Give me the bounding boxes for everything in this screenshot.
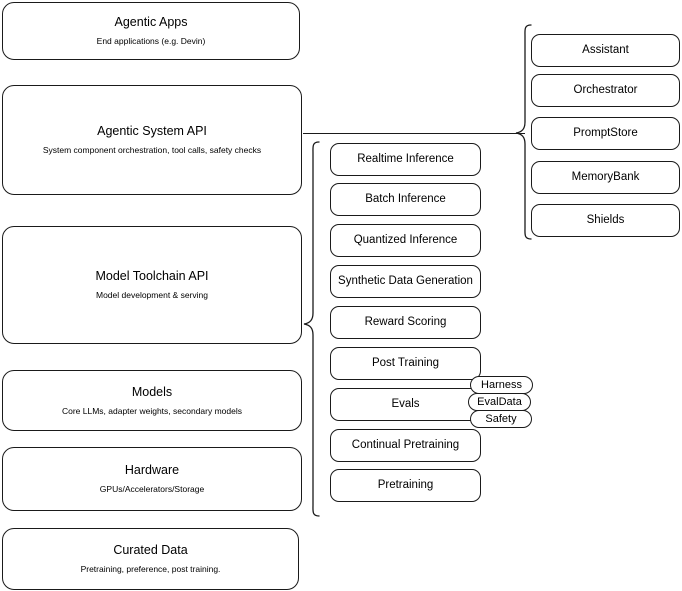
component-label: Shields xyxy=(586,214,625,227)
layer-title: Model Toolchain API xyxy=(95,269,209,284)
layer-title: Models xyxy=(131,384,173,399)
toolchain-component-continual-pretraining[interactable]: Continual Pretraining xyxy=(330,429,481,462)
component-label: Assistant xyxy=(582,44,629,57)
badge-label: EvalData xyxy=(477,395,522,408)
evals-badge-safety[interactable]: Safety xyxy=(470,410,532,428)
component-label: Synthetic Data Generation xyxy=(338,275,473,288)
layer-subtitle: Model development & serving xyxy=(96,290,208,300)
layer-agentic-system-api[interactable]: Agentic System API System component orch… xyxy=(2,85,302,195)
system-component-promptstore[interactable]: PromptStore xyxy=(531,117,680,150)
system-component-shields[interactable]: Shields xyxy=(531,204,680,237)
badge-label: Safety xyxy=(485,412,517,425)
toolchain-component-synthetic-data-generation[interactable]: Synthetic Data Generation xyxy=(330,265,481,298)
layer-title: Agentic System API xyxy=(97,124,207,139)
layer-curated-data[interactable]: Curated Data Pretraining, preference, po… xyxy=(2,528,299,590)
component-label: Realtime Inference xyxy=(357,153,454,166)
toolchain-component-post-training[interactable]: Post Training xyxy=(330,347,481,380)
component-label: Evals xyxy=(391,398,420,411)
component-label: MemoryBank xyxy=(571,171,640,184)
system-component-memorybank[interactable]: MemoryBank xyxy=(531,161,680,194)
toolchain-component-evals[interactable]: Evals xyxy=(330,388,481,421)
layer-subtitle: GPUs/Accelerators/Storage xyxy=(99,484,205,494)
layer-subtitle: Pretraining, preference, post training. xyxy=(80,564,221,574)
component-label: Orchestrator xyxy=(573,84,638,97)
component-label: Pretraining xyxy=(377,479,434,492)
evals-badge-evaldata[interactable]: EvalData xyxy=(468,393,531,411)
evals-badge-harness[interactable]: Harness xyxy=(470,376,533,394)
layer-subtitle: System component orchestration, tool cal… xyxy=(42,145,262,155)
layer-title: Curated Data xyxy=(113,543,188,558)
brace-system-components xyxy=(514,24,532,240)
brace-toolchain-components xyxy=(302,141,320,517)
system-component-assistant[interactable]: Assistant xyxy=(531,34,680,67)
toolchain-component-reward-scoring[interactable]: Reward Scoring xyxy=(330,306,481,339)
layer-title: Hardware xyxy=(124,463,180,478)
toolchain-component-pretraining[interactable]: Pretraining xyxy=(330,469,481,502)
toolchain-component-realtime-inference[interactable]: Realtime Inference xyxy=(330,143,481,176)
component-label: Quantized Inference xyxy=(353,234,458,247)
toolchain-component-quantized-inference[interactable]: Quantized Inference xyxy=(330,224,481,257)
layer-agentic-apps[interactable]: Agentic Apps End applications (e.g. Devi… xyxy=(2,2,300,60)
component-label: Continual Pretraining xyxy=(351,439,460,452)
component-label: Batch Inference xyxy=(365,193,446,206)
system-component-orchestrator[interactable]: Orchestrator xyxy=(531,74,680,107)
layer-subtitle: End applications (e.g. Devin) xyxy=(96,36,206,46)
layer-title: Agentic Apps xyxy=(114,15,188,30)
layer-model-toolchain-api[interactable]: Model Toolchain API Model development & … xyxy=(2,226,302,344)
component-label: Reward Scoring xyxy=(364,316,447,329)
layer-hardware[interactable]: Hardware GPUs/Accelerators/Storage xyxy=(2,447,302,511)
layer-subtitle: Core LLMs, adapter weights, secondary mo… xyxy=(61,405,242,416)
component-label: PromptStore xyxy=(573,127,638,140)
layer-models[interactable]: Models Core LLMs, adapter weights, secon… xyxy=(2,370,302,431)
connector-system-api-line xyxy=(303,133,525,135)
badge-label: Harness xyxy=(481,378,522,391)
toolchain-component-batch-inference[interactable]: Batch Inference xyxy=(330,183,481,216)
component-label: Post Training xyxy=(371,357,440,370)
